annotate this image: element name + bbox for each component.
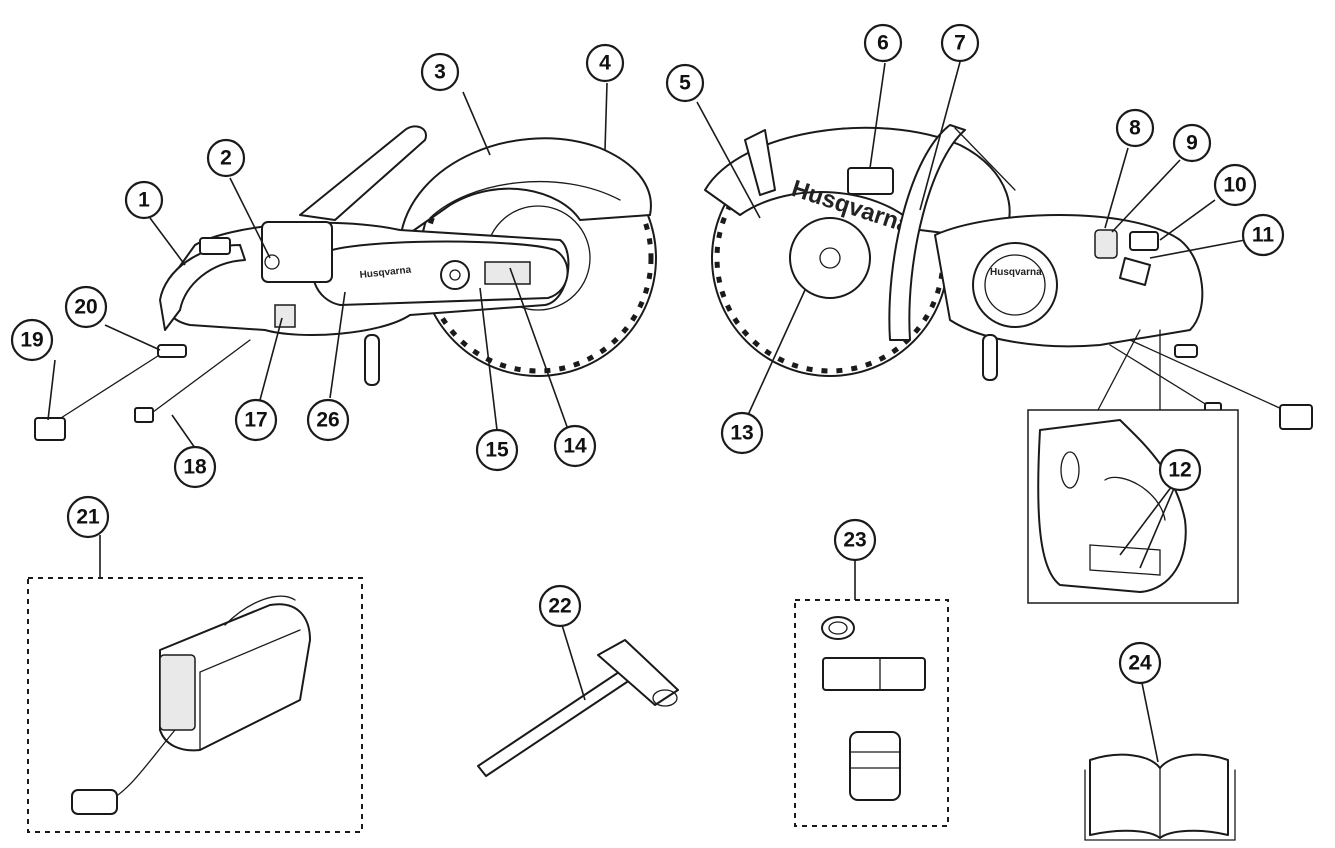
spare-parts-box (794, 599, 949, 827)
svg-text:17: 17 (244, 409, 267, 432)
power-connector-left (34, 417, 66, 441)
svg-text:20: 20 (74, 296, 97, 319)
callout-19: 19 (10, 318, 54, 362)
callout-26: 26 (306, 398, 350, 442)
svg-text:19: 19 (20, 329, 43, 352)
operators-manual-book (1084, 753, 1236, 841)
front-handle-left (299, 125, 427, 221)
svg-text:10: 10 (1223, 174, 1246, 197)
combination-wrench (477, 639, 679, 777)
power-unit-display (159, 654, 196, 731)
svg-text:12: 12 (1168, 459, 1191, 482)
callout-18: 18 (173, 445, 217, 489)
control-panel (1094, 229, 1118, 259)
callout-13: 13 (720, 411, 764, 455)
throttle-lockout-left (199, 237, 231, 255)
svg-text:15: 15 (485, 439, 509, 462)
callout-7: 7 (940, 23, 980, 63)
callout-24: 24 (1118, 641, 1162, 685)
callout-3: 3 (420, 52, 460, 92)
svg-text:18: 18 (183, 456, 207, 479)
water-connector-left (134, 407, 154, 423)
svg-text:24: 24 (1128, 652, 1152, 675)
power-unit-connector (71, 789, 118, 815)
power-cutter-left-view: Husqvarna (34, 125, 657, 441)
svg-text:6: 6 (877, 32, 889, 55)
throttle-lockout-right (1129, 231, 1159, 251)
callout-23: 23 (833, 518, 877, 562)
throttle-trigger (1119, 257, 1151, 286)
svg-text:1: 1 (138, 189, 150, 212)
callout-12: 12 (1158, 448, 1202, 492)
callout-10: 10 (1213, 163, 1257, 207)
svg-text:13: 13 (730, 422, 753, 445)
svg-text:5: 5 (679, 72, 691, 95)
svg-text:4: 4 (599, 52, 611, 75)
callout-5: 5 (665, 63, 705, 103)
svg-text:9: 9 (1186, 132, 1198, 155)
svg-text:22: 22 (548, 595, 571, 618)
water-valve-left (274, 304, 296, 328)
callout-14: 14 (553, 424, 597, 468)
rear-handle-left (159, 244, 246, 331)
callout-21: 21 (66, 495, 110, 539)
svg-text:3: 3 (434, 61, 446, 84)
leader-lines (47, 61, 1246, 763)
svg-text:21: 21 (76, 506, 100, 529)
blade-guard-left (399, 137, 652, 241)
callout-20: 20 (64, 285, 108, 329)
callout-8: 8 (1115, 108, 1155, 148)
svg-text:11: 11 (1252, 224, 1275, 247)
callout-17: 17 (234, 398, 278, 442)
callout-2: 2 (206, 138, 246, 178)
spare-label-sticker (822, 657, 926, 691)
callout-4: 4 (585, 43, 625, 83)
callout-9: 9 (1172, 123, 1212, 163)
power-connector-right (1279, 404, 1313, 430)
callout-6: 6 (863, 23, 903, 63)
callout-1: 1 (124, 180, 164, 220)
svg-text:26: 26 (316, 409, 339, 432)
air-inlet-detail-inset (1027, 329, 1239, 604)
label-plate (847, 167, 894, 195)
callout-11: 11 (1241, 213, 1285, 257)
spare-nozzle (849, 731, 901, 801)
power-cutter-right-view: Husqvarna Husqvarna (704, 124, 1313, 430)
front-handle-right (888, 124, 966, 341)
svg-text:2: 2 (220, 147, 232, 170)
svg-text:23: 23 (843, 529, 866, 552)
power-unit-box (27, 577, 363, 833)
svg-text:7: 7 (954, 32, 966, 55)
cutting-depth-scale (484, 261, 531, 285)
svg-text:14: 14 (563, 435, 587, 458)
brand-logo-left: Husqvarna (359, 265, 412, 281)
svg-text:8: 8 (1129, 117, 1141, 140)
callout-15: 15 (475, 428, 519, 472)
callout-22: 22 (538, 584, 582, 628)
brand-logo-motor: Husqvarna (990, 267, 1042, 278)
